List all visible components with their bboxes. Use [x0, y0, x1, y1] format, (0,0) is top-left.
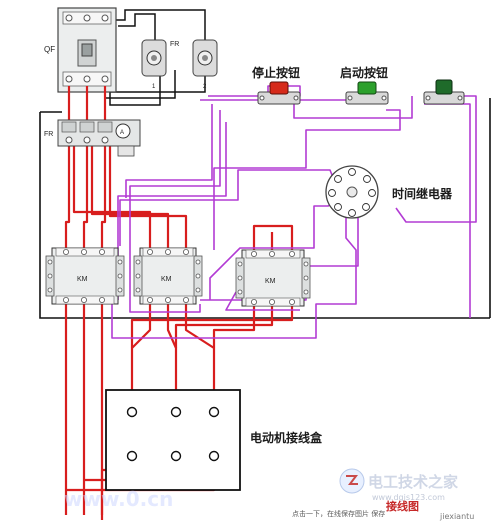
- start-button-label: 启动按钮: [340, 65, 388, 80]
- km3-label: KM: [265, 278, 276, 285]
- fr-block-label: FR: [44, 131, 53, 138]
- svg-text:A: A: [120, 130, 124, 136]
- fr-term-1-label: 1: [152, 84, 156, 90]
- purple-wires: [111, 85, 477, 339]
- motor-terminal-box: [105, 389, 241, 491]
- contactor-km3: KM: [235, 249, 311, 307]
- start-button: [345, 81, 389, 105]
- km2-label: KM: [161, 276, 172, 283]
- km1-label: KM: [77, 276, 88, 283]
- site-en: jiexiantu: [439, 512, 474, 521]
- brand-en: www.dgjs123.com: [372, 493, 445, 502]
- contactor-km2: KM: [133, 247, 203, 305]
- time-relay-label: 时间继电器: [392, 186, 453, 201]
- time-relay-socket: [325, 165, 379, 219]
- fr-top-label: FR: [170, 41, 179, 48]
- watermark-left-url: www.0.cn: [64, 487, 173, 511]
- panel-outline: [39, 98, 491, 319]
- third-button: [423, 79, 465, 105]
- qf-label: QF: [44, 45, 55, 54]
- motor-box-label: 电动机接线盒: [250, 430, 323, 445]
- top-fr-elements: FR 1 2: [141, 39, 218, 90]
- qf-breaker: QF: [44, 7, 117, 93]
- brand-logo-icon: [339, 468, 365, 494]
- brand-cn: 电工技术之家: [368, 473, 458, 491]
- watermark-right: 电工技术之家 www.dgjs123.com 点击一下，在线保存图片 保存 接线…: [286, 468, 500, 524]
- stop-button-label: 停止按钮: [252, 65, 300, 80]
- watermark-left: www.0.cn: [64, 487, 173, 511]
- hint-text: 点击一下，在线保存图片 保存: [292, 509, 385, 518]
- site-cn: 接线图: [386, 499, 419, 513]
- fr-term-2-label: 2: [203, 84, 207, 90]
- fr-block: A FR: [44, 119, 141, 157]
- contactor-km1: KM: [45, 247, 125, 305]
- stop-button: [257, 81, 301, 105]
